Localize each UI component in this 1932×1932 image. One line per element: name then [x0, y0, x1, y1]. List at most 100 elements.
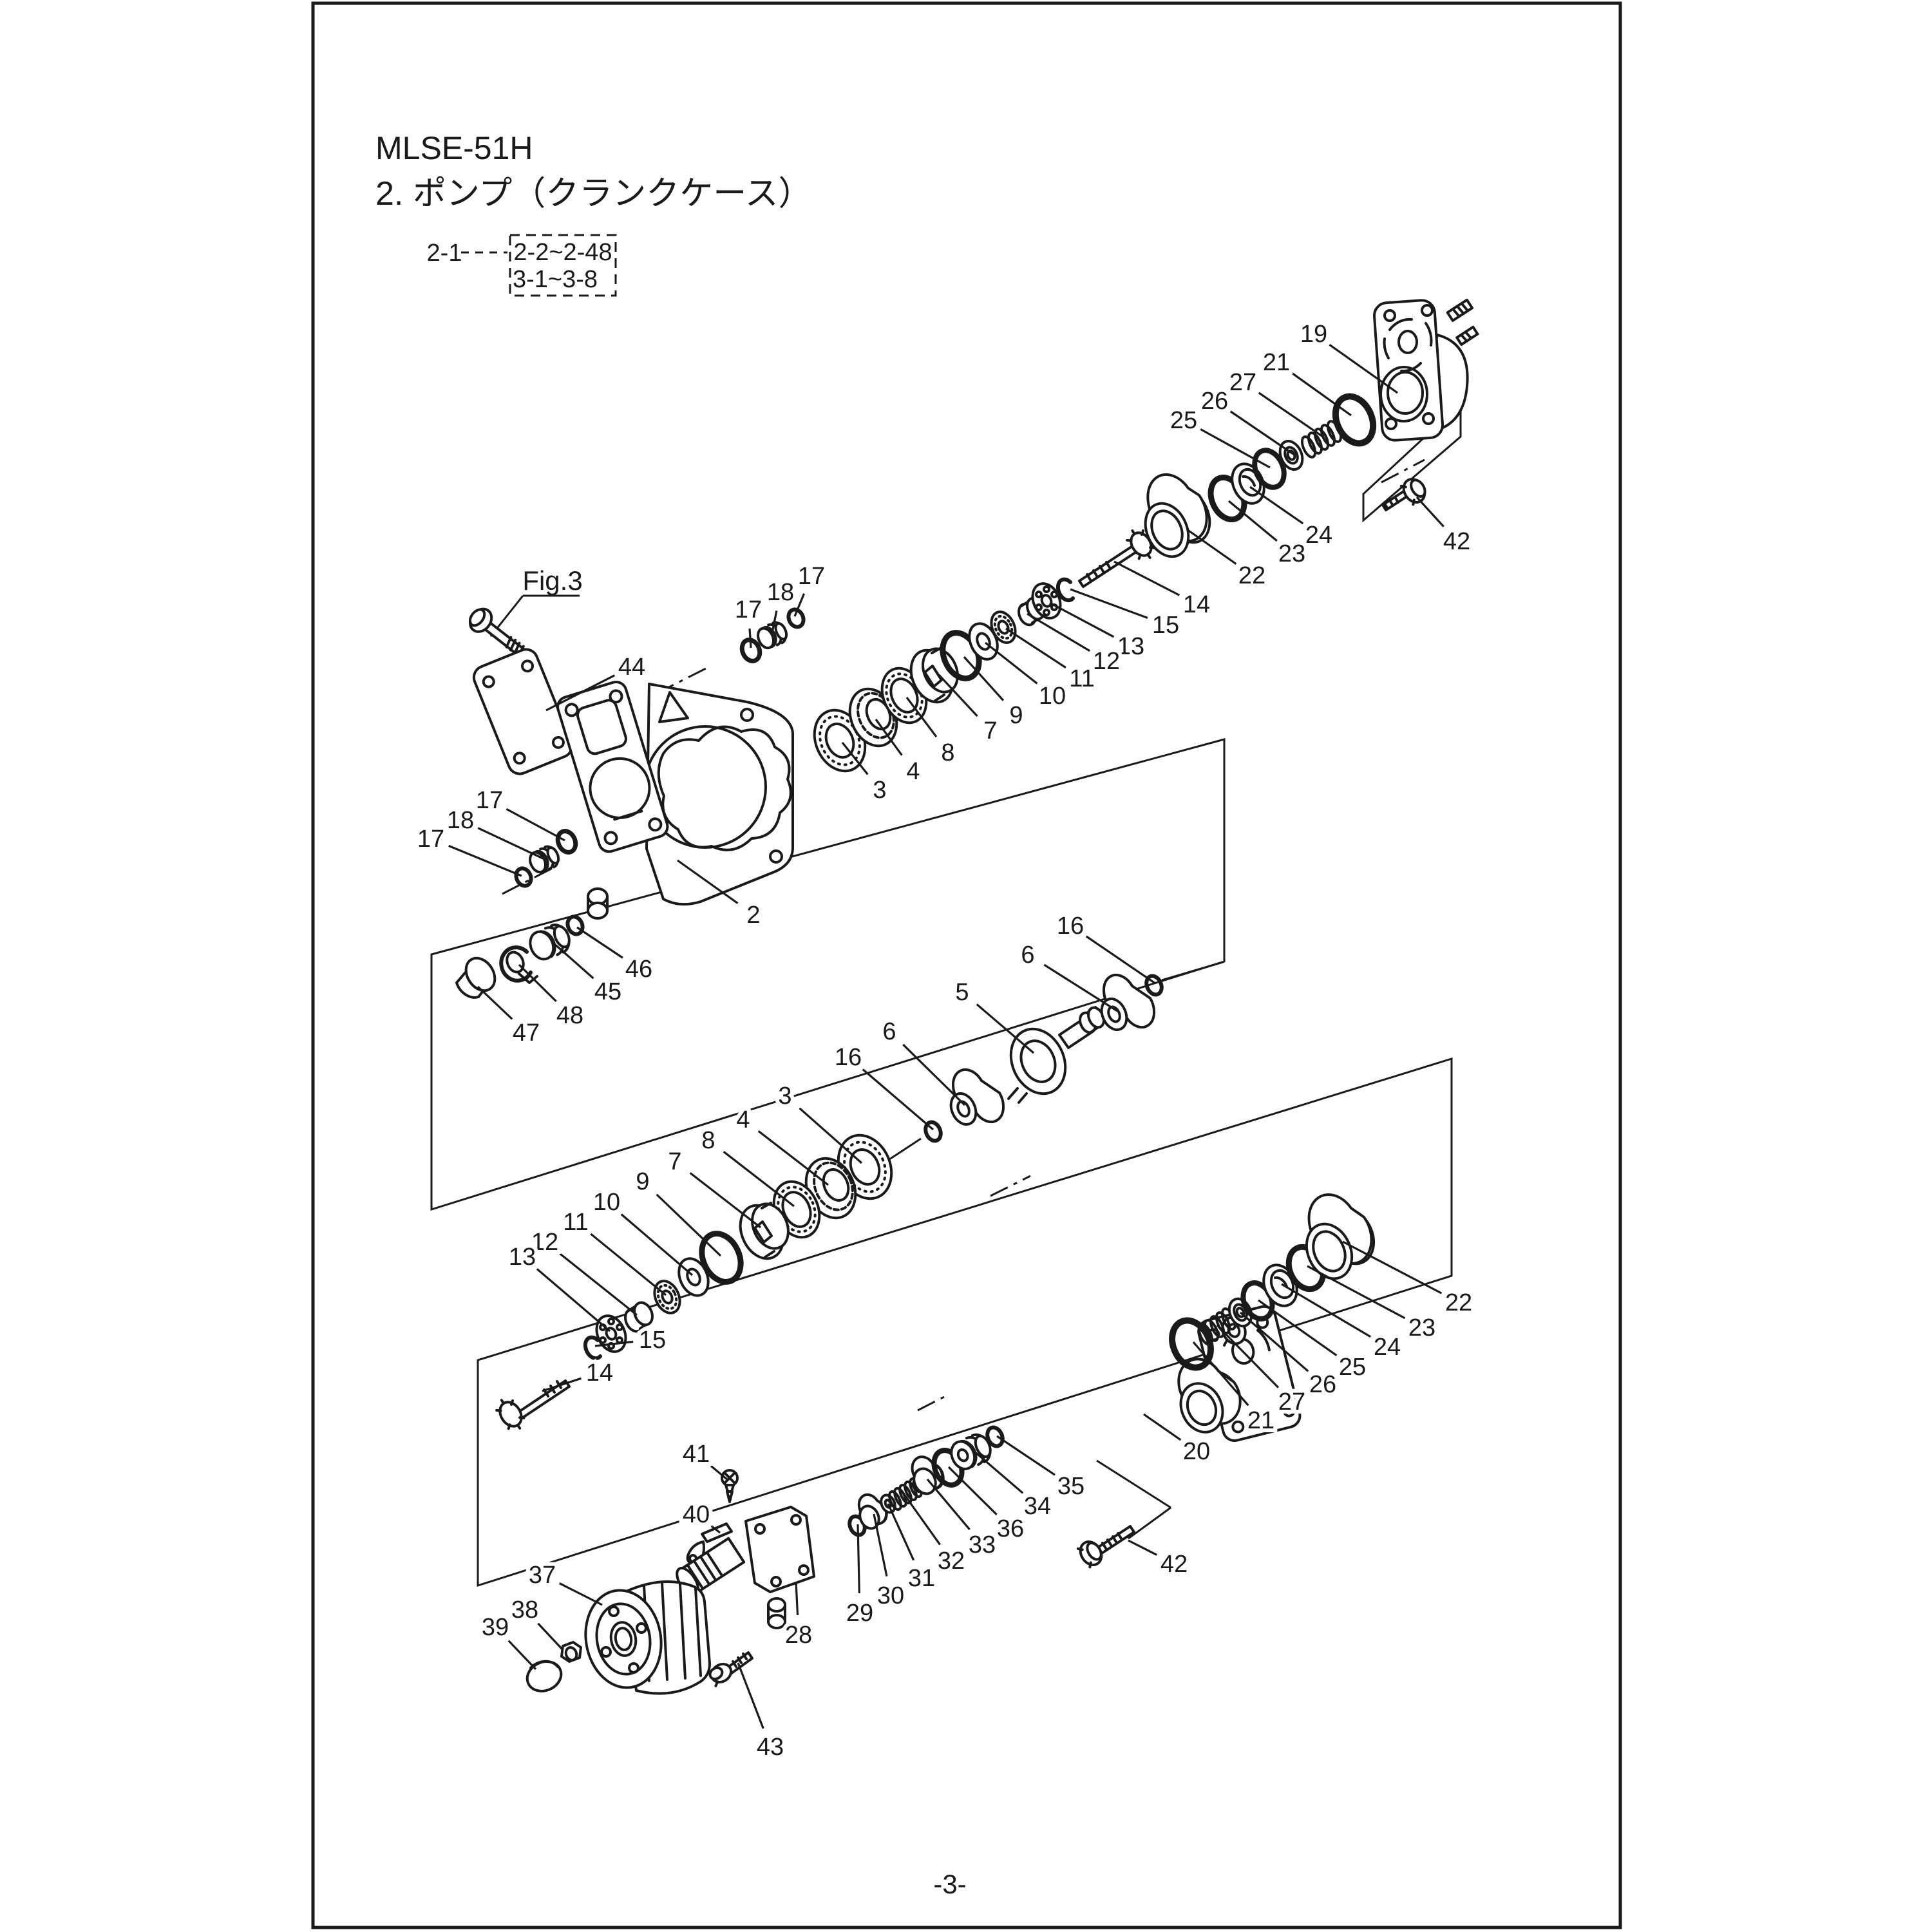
part-13-rotor-upper [1031, 582, 1062, 620]
part-27-spring-upper [1300, 420, 1343, 459]
leader-line [518, 963, 557, 1003]
part-number-label: 16 [835, 1044, 862, 1071]
part-number-label: 15 [1152, 612, 1179, 639]
leader-line [559, 1582, 603, 1606]
lower-panel [477, 1057, 1453, 1587]
part-number-label: 12 [531, 1229, 558, 1256]
callout-6: 6 [1017, 938, 1118, 1012]
part-number-label: 40 [683, 1501, 710, 1528]
leader-line [1143, 1413, 1182, 1441]
leader-line [972, 1450, 1024, 1494]
part-number-label: 45 [594, 978, 621, 1005]
part-number-label: 13 [509, 1244, 536, 1271]
callout-17: 17 [793, 559, 829, 617]
leader-line [875, 719, 903, 756]
part-22-cylinder-upper [1144, 473, 1211, 558]
part-number-label: 4 [906, 758, 920, 785]
callout-44: 44 [545, 650, 649, 712]
leader-line [1216, 1324, 1280, 1388]
leader-line [1005, 627, 1066, 668]
part-number-label: 2 [746, 902, 760, 929]
part-11-bearing-lower [653, 1280, 681, 1314]
callout-35: 35 [996, 1435, 1088, 1504]
leader-line [1342, 1240, 1443, 1294]
part-48-clip [499, 945, 538, 984]
conrod-axis-right [1161, 961, 1224, 981]
part-number-label: 47 [513, 1019, 540, 1046]
part-number-label: 3 [778, 1083, 791, 1110]
leader-line [1200, 428, 1271, 469]
bolt-42-bottom-guide-b [1128, 1506, 1171, 1540]
part-5-conrod [1007, 1006, 1105, 1104]
leader-line [1249, 486, 1304, 525]
part-number-label: 20 [1183, 1438, 1210, 1465]
leader-line [841, 742, 869, 775]
part-number-label: 37 [529, 1562, 556, 1589]
part-number-label: 17 [735, 596, 762, 623]
leader-line [1281, 1283, 1371, 1338]
part-41-screw [721, 1469, 739, 1503]
callout-46: 46 [576, 926, 656, 987]
axis-bolt42-top [1381, 459, 1425, 484]
callout-25: 25 [1258, 1299, 1370, 1385]
leader-line [799, 1107, 863, 1164]
part-2-crankcase [556, 681, 794, 920]
leader-line [477, 827, 544, 860]
part-number-label: 4 [736, 1106, 750, 1133]
part-17-oring-lower-b [514, 866, 533, 888]
callout-42: 42 [1128, 1539, 1191, 1582]
part-44-gasket [472, 648, 574, 775]
ref-dashed-box [509, 234, 617, 297]
part-number-label: 26 [1309, 1371, 1336, 1398]
leader-line [594, 1340, 634, 1347]
part-6-roller-left [949, 1068, 1005, 1126]
part-number-label: 17 [417, 826, 444, 853]
part-number-label: 28 [785, 1622, 812, 1649]
part-number-label: 22 [1238, 562, 1265, 589]
callout-18: 18 [763, 575, 798, 633]
part-number-label: 6 [882, 1018, 896, 1045]
callout-47: 47 [477, 985, 544, 1050]
callout-3: 3 [774, 1079, 863, 1164]
callout-10: 10 [985, 641, 1070, 714]
callout-37: 37 [525, 1558, 603, 1606]
upper-panel [430, 738, 1226, 1211]
part-number-label: 46 [625, 956, 652, 983]
leader-line [1085, 935, 1156, 985]
callout-12: 12 [527, 1225, 638, 1316]
axis-valve [917, 1394, 947, 1412]
callout-45: 45 [553, 942, 625, 1009]
part-15-cclip-upper [1056, 577, 1075, 603]
callout-34: 34 [972, 1450, 1055, 1524]
part-47-cap [455, 956, 497, 999]
callout-13: 13 [505, 1240, 611, 1332]
leader-line [947, 1466, 998, 1516]
callout-24: 24 [1281, 1283, 1405, 1365]
leader-line [1229, 410, 1294, 455]
callout-14: 14 [1113, 560, 1214, 622]
part-number-label: 6 [1021, 942, 1034, 969]
part-25-oring-upper [1252, 448, 1287, 490]
part-number-label: 26 [1201, 388, 1228, 415]
callout-12: 12 [1027, 612, 1124, 679]
leader-line [553, 942, 594, 980]
part-number-label: 9 [636, 1168, 649, 1195]
callout-layer: 1921272625242322421415131211109784317181… [413, 317, 1476, 1765]
leader-line [689, 1172, 761, 1229]
callout-22: 22 [1186, 528, 1269, 593]
leader-line [857, 1524, 860, 1594]
part-number-label: 8 [941, 739, 954, 766]
ref-row-1: 2-2~2-48 [513, 239, 612, 266]
callout-36: 36 [947, 1466, 1028, 1546]
part-number-label: 7 [983, 717, 997, 744]
part-6-roller-right [1100, 973, 1156, 1031]
callout-7: 7 [664, 1144, 761, 1229]
part-number-label: 29 [846, 1600, 873, 1627]
callout-48: 48 [518, 963, 587, 1033]
page-border [311, 1, 1622, 1929]
part-17-oring-upper-a [739, 638, 762, 663]
part-number-label: 21 [1247, 1407, 1274, 1434]
callout-14: 14 [542, 1356, 617, 1392]
part-number-label: 25 [1170, 407, 1197, 434]
